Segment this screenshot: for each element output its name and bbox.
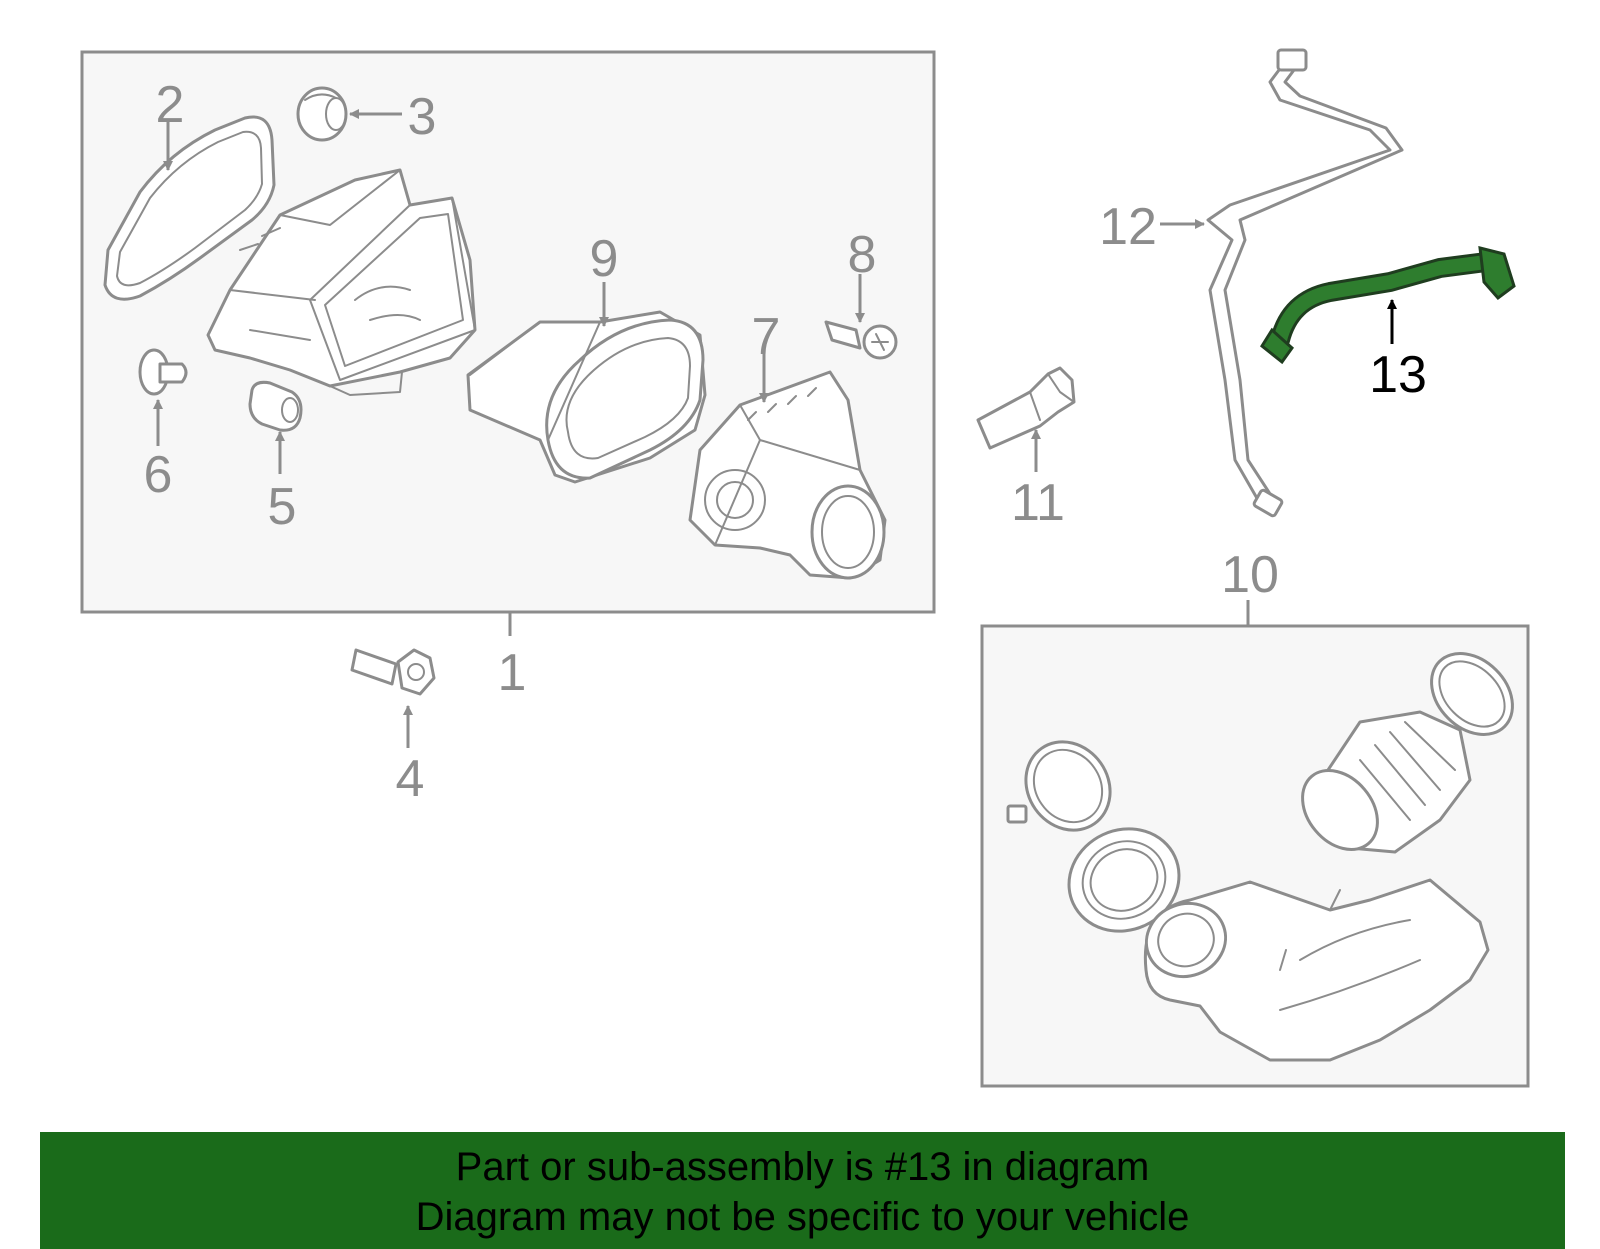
part-5-bushing <box>248 380 303 432</box>
callout-12: 12 <box>1099 198 1157 256</box>
part-9-filter-element <box>466 310 707 484</box>
part-11-sensor <box>976 366 1076 450</box>
part-3-grommet <box>296 86 348 142</box>
info-banner: Part or sub-assembly is #13 in diagram D… <box>40 1132 1565 1249</box>
part-2-gasket <box>103 115 276 301</box>
part-10-intake-tube <box>1143 878 1490 1062</box>
part-13-hose-highlighted <box>1260 246 1516 365</box>
air-cleaner-lower-housing <box>206 168 477 396</box>
callout-7: 7 <box>752 308 781 366</box>
callout-5: 5 <box>268 478 297 536</box>
callout-3: 3 <box>408 88 437 146</box>
callout-8: 8 <box>848 226 877 284</box>
callout-4: 4 <box>396 750 425 808</box>
part-10-bellows <box>1301 710 1472 854</box>
banner-line-1: Part or sub-assembly is #13 in diagram <box>455 1145 1150 1189</box>
part-6-pin <box>138 348 188 396</box>
banner-line-2: Diagram may not be specific to your vehi… <box>415 1195 1190 1239</box>
part-7-housing-cover <box>688 370 887 580</box>
callout-6: 6 <box>144 446 173 504</box>
part-8-screw <box>824 320 898 360</box>
callout-10: 10 <box>1221 546 1279 604</box>
callout-9: 9 <box>590 230 619 288</box>
part-10-coupler <box>1067 827 1181 933</box>
part-12-hose <box>1206 48 1404 518</box>
part-4-bolt <box>350 648 436 696</box>
part-10-clamp-left <box>1006 740 1112 832</box>
callout-11: 11 <box>1011 474 1065 532</box>
part-10-clamp-right <box>1430 652 1514 736</box>
callout-1: 1 <box>498 644 527 702</box>
callout-2: 2 <box>156 76 185 134</box>
callout-13: 13 <box>1369 346 1427 404</box>
